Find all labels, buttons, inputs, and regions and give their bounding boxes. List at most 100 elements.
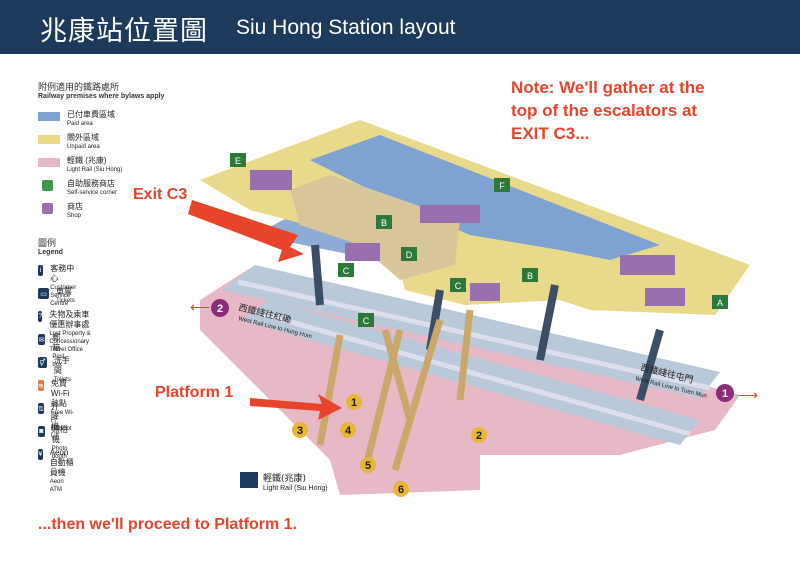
paid-area-swatch — [38, 112, 60, 121]
exit-c3-label-text: Exit C3 — [133, 186, 188, 203]
lr-3-circle[interactable] — [292, 422, 308, 438]
lr-5-num: 5 — [365, 460, 371, 472]
legend-lift-zh: 升降機 — [50, 402, 59, 431]
legend-tickets: ▭ 車票 Tickets — [38, 287, 75, 305]
legend-unpaid-zh: 閘外區域 — [67, 133, 99, 142]
legend-shop: 商店 Shop — [38, 202, 83, 220]
note-proceed: ...then we'll proceed to Platform 1. — [38, 516, 297, 533]
lr-2-circle[interactable] — [471, 427, 487, 443]
arrow-left-icon: ⟵ — [190, 299, 210, 315]
concourse-paid — [310, 135, 660, 260]
legend-shop-en: Shop — [67, 213, 82, 219]
customer-service-icon: i — [38, 265, 44, 276]
note-gather: Note: We'll gather at the top of the esc… — [511, 76, 705, 145]
escalators — [316, 309, 474, 472]
lr-3-num: 3 — [297, 425, 303, 437]
legend-lr-zh: 輕鐵 (兆康) — [67, 156, 107, 165]
legend-photo-booth: ◙ 照相機 Photo booth — [38, 425, 72, 461]
lr-6-circle[interactable] — [393, 481, 409, 497]
exit-c3-marker[interactable] — [338, 263, 354, 277]
legend-photo-en: Photo booth — [51, 446, 68, 460]
shop-icon — [42, 203, 53, 214]
note-line-1: Note: We'll gather at the — [511, 78, 705, 97]
legend-atm-zh: Aeon自動櫃員機 — [49, 448, 74, 477]
platform-1-arrow — [250, 394, 342, 420]
lr-label-en: Light Rail (Siu Hong) — [263, 485, 328, 492]
legend-paid-area: 已付車費區域 Paid area — [38, 110, 115, 128]
wr-1-num: 1 — [722, 388, 728, 400]
central-hall — [290, 175, 460, 280]
legend-photo-zh: 照相機 — [51, 425, 68, 444]
legend-unpaid-en: Unpaid area — [67, 144, 100, 150]
photo-booth-icon: ◙ — [38, 426, 45, 437]
exit-e-label: E — [235, 156, 241, 166]
exit-b-marker[interactable] — [376, 215, 392, 229]
exit-c1-label: C — [455, 281, 462, 291]
exit-c2-marker[interactable] — [358, 313, 374, 327]
exit-markers[interactable]: E F B B D C C C A — [230, 153, 728, 327]
header-bar: 兆康站位置圖 Siu Hong Station layout — [0, 0, 800, 54]
exit-a-label: A — [717, 298, 723, 308]
self-service-icon — [42, 180, 53, 191]
lr-label-zh: 輕鐵(兆康) — [263, 472, 306, 484]
legend-cs-en: Customer Service Centre — [50, 285, 77, 307]
legend-shop-zh: 商店 — [67, 202, 83, 211]
exit-d-marker[interactable] — [401, 247, 417, 261]
arrow-right-icon: ⟶ — [738, 387, 758, 403]
exit-f-label: F — [499, 181, 505, 191]
exit-c3-arrow — [188, 200, 304, 262]
legend-cs-zh: 客務中心 — [50, 264, 75, 283]
exit-f-marker[interactable] — [494, 178, 510, 192]
lr-5-circle[interactable] — [360, 457, 376, 473]
wr-1-circle — [716, 384, 734, 402]
exit-b2-label: B — [527, 271, 533, 281]
light-rail-swatch — [38, 158, 60, 167]
legend-ticket-zh: 車票 — [56, 287, 72, 296]
legend-premises-title-zh: 附例適用的鐵路處所 — [38, 82, 120, 92]
exit-c2-label: C — [363, 316, 370, 326]
light-rail-icon — [240, 472, 258, 488]
legend-paid-en: Paid area — [67, 121, 93, 127]
legend-pb-en: Post box — [52, 354, 65, 368]
lr-4-num: 4 — [345, 425, 352, 437]
exit-d-label: D — [406, 250, 413, 260]
lr-1-circle[interactable] — [346, 394, 362, 410]
legend-ticket-en: Tickets — [56, 298, 75, 304]
exit-b2-marker[interactable] — [522, 268, 538, 282]
wr-2-circle — [211, 299, 229, 317]
lift-icon: ⇅ — [38, 403, 44, 414]
legend-toilet-zh: 洗手間 — [53, 356, 70, 375]
ticket-icon: ▭ — [38, 288, 49, 299]
lr-4-circle[interactable] — [340, 422, 356, 438]
legend-lr-en: Light Rail (Siu Hong) — [67, 167, 123, 173]
legend-pb-zh: 郵箱 — [52, 333, 61, 352]
legend-light-rail: 輕鐵 (兆康) Light Rail (Siu Hong) — [38, 156, 122, 174]
legend-wifi-zh: 免費Wi-Fi熱點 — [50, 379, 70, 408]
legend-lift-en: Lift — [50, 433, 59, 439]
legend-wifi-en: Free Wi-Fi Hotspot — [50, 410, 74, 432]
legend-paid-zh: 已付車費區域 — [67, 110, 115, 119]
note-line-3: EXIT C3... — [511, 124, 590, 143]
note-line-2: top of the escalators at — [511, 101, 698, 120]
exit-b-label: B — [381, 218, 387, 228]
legend-title-zh: 圖例 — [38, 238, 57, 248]
wr-2-num: 2 — [217, 303, 223, 315]
legend-unpaid-area: 閘外區域 Unpaid area — [38, 133, 100, 151]
exit-a-marker[interactable] — [712, 295, 728, 309]
lost-property-icon: ? — [38, 311, 43, 322]
unpaid-area-swatch — [38, 135, 60, 144]
post-box-icon: ✉ — [38, 334, 46, 345]
exit-c1-marker[interactable] — [450, 278, 466, 292]
title-chinese: 兆康站位置圖 — [40, 16, 208, 47]
exit-e-marker[interactable] — [230, 153, 246, 167]
wifi-icon: ≋ — [38, 380, 44, 391]
title-english: Siu Hong Station layout — [236, 16, 456, 39]
legend-atm-en: Aeon ATM — [49, 479, 64, 493]
